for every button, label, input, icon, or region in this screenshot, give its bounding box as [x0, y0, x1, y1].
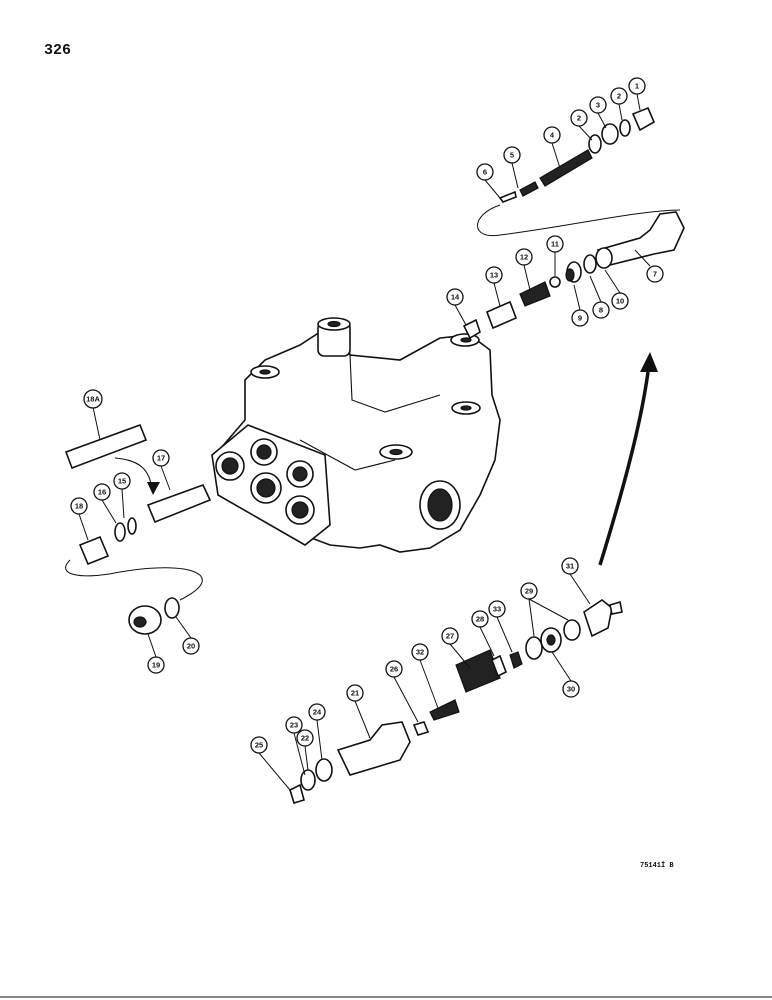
- svg-text:21: 21: [351, 689, 359, 698]
- callout-27: 27: [441, 627, 459, 645]
- svg-text:30: 30: [567, 685, 575, 694]
- callout-6: 6: [476, 163, 494, 181]
- svg-text:9: 9: [578, 314, 582, 323]
- left-spool-assembly: [64, 423, 212, 635]
- callout-30: 30: [562, 680, 580, 698]
- svg-text:32: 32: [416, 648, 424, 657]
- callout-16: 16: [93, 483, 111, 501]
- svg-text:8: 8: [599, 306, 603, 315]
- callout-18: 18: [70, 497, 88, 515]
- svg-text:2: 2: [577, 114, 581, 123]
- callout-1: 1: [628, 77, 646, 95]
- svg-text:12: 12: [520, 253, 528, 262]
- svg-text:33: 33: [493, 605, 501, 614]
- callout-7: 7: [646, 265, 664, 283]
- svg-text:24: 24: [313, 708, 322, 717]
- callout-26: 26: [385, 660, 403, 678]
- svg-text:20: 20: [187, 642, 195, 651]
- callout-17: 17: [152, 449, 170, 467]
- callout-20: 20: [182, 637, 200, 655]
- callout-11: 11: [546, 235, 564, 253]
- callout-33: 33: [488, 600, 506, 618]
- svg-text:23: 23: [290, 721, 298, 730]
- callout-13: 13: [485, 266, 503, 284]
- callout-10: 10: [611, 292, 629, 310]
- svg-text:27: 27: [446, 632, 454, 641]
- svg-text:19: 19: [152, 661, 160, 670]
- callout-15: 15: [113, 472, 131, 490]
- callout-14: 14: [446, 288, 464, 306]
- callout-22: 22: [296, 729, 314, 747]
- svg-text:3: 3: [596, 101, 600, 110]
- svg-text:15: 15: [118, 477, 126, 486]
- upper-relief-assembly: [462, 106, 685, 340]
- svg-text:31: 31: [566, 562, 574, 571]
- svg-text:7: 7: [653, 270, 657, 279]
- callout-25: 25: [250, 736, 268, 754]
- callout-3: 3: [589, 96, 607, 114]
- callout-8: 8: [592, 301, 610, 319]
- svg-text:17: 17: [157, 454, 165, 463]
- svg-text:18: 18: [75, 502, 83, 511]
- page-number: 326: [44, 42, 72, 59]
- callout-5: 5: [503, 146, 521, 164]
- callout-18a: 18A: [83, 389, 103, 409]
- svg-text:13: 13: [490, 271, 498, 280]
- drawing-reference: 75141İ B: [640, 862, 674, 870]
- svg-text:16: 16: [98, 488, 106, 497]
- callout-23: 23: [285, 716, 303, 734]
- callout-32: 32: [411, 643, 429, 661]
- callout-2: 2: [610, 87, 628, 105]
- svg-text:1: 1: [635, 82, 639, 91]
- callout-21: 21: [346, 684, 364, 702]
- callout-12: 12: [515, 248, 533, 266]
- lower-relief-assembly: [289, 352, 658, 804]
- callout-4: 4: [543, 126, 561, 144]
- valve-body: [211, 317, 501, 553]
- svg-text:5: 5: [510, 151, 514, 160]
- callout-29: 29: [520, 582, 538, 600]
- svg-text:22: 22: [301, 734, 309, 743]
- svg-text:10: 10: [616, 297, 624, 306]
- svg-text:11: 11: [551, 240, 559, 249]
- svg-text:4: 4: [550, 131, 555, 140]
- callout-19: 19: [147, 656, 165, 674]
- svg-text:14: 14: [451, 293, 460, 302]
- svg-text:25: 25: [255, 741, 263, 750]
- leader-lines: [78, 93, 651, 791]
- svg-text:28: 28: [476, 615, 484, 624]
- callout-24: 24: [308, 703, 326, 721]
- callout-2b: 2: [570, 109, 588, 127]
- callout-28: 28: [471, 610, 489, 628]
- svg-text:29: 29: [525, 587, 533, 596]
- svg-text:2: 2: [617, 92, 621, 101]
- callout-31: 31: [561, 557, 579, 575]
- svg-text:6: 6: [483, 168, 487, 177]
- svg-text:26: 26: [390, 665, 398, 674]
- svg-text:18A: 18A: [86, 395, 100, 404]
- callout-9: 9: [571, 309, 589, 327]
